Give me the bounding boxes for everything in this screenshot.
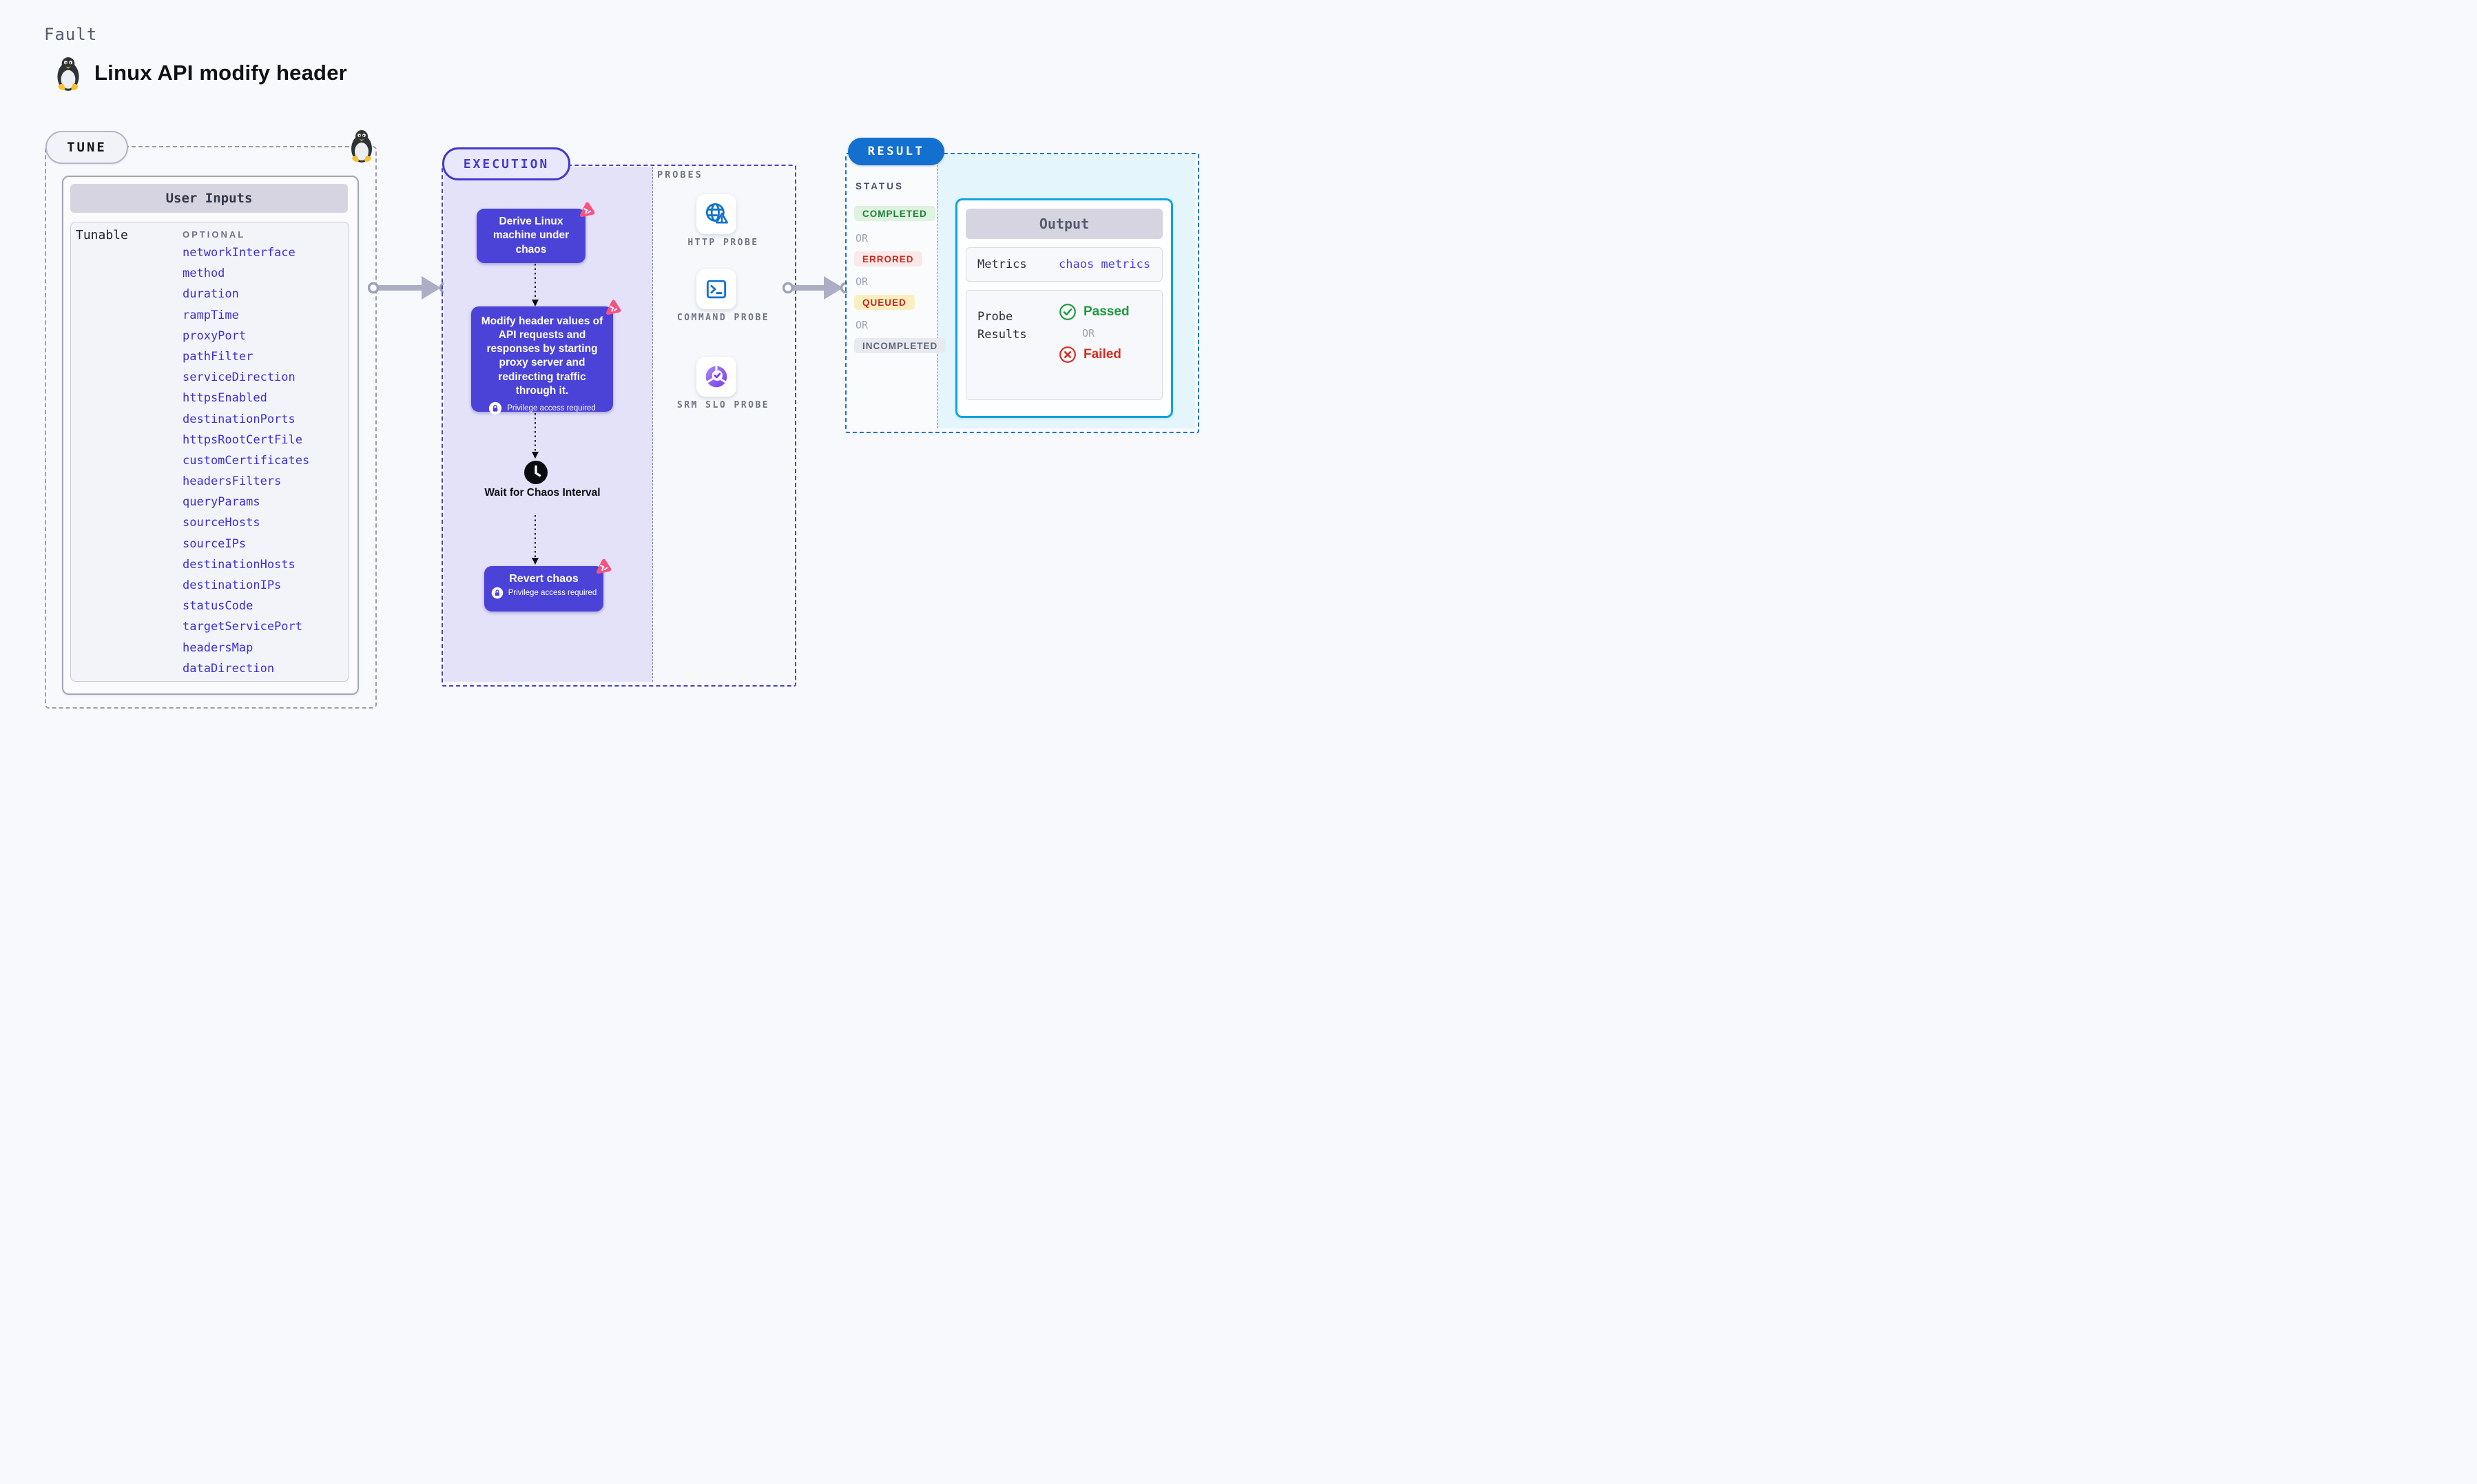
revert-chaos-step[interactable]: Revert chaos Privilege access required [484,566,603,612]
passed-label: Passed [1084,304,1130,319]
probe-failed-state: Failed [1059,346,1130,364]
srm-slo-probe-card[interactable] [696,357,736,397]
tunable-item[interactable]: method [183,267,225,281]
or-label: OR [856,275,869,288]
wait-to-revert-connector [532,515,539,565]
globe-alert-icon [705,203,728,224]
modify-to-wait-connector [532,413,539,459]
page-title: Linux API modify header [94,61,347,85]
metrics-row: Metrics chaos metrics [966,247,1163,282]
wait-step-label: Wait for Chaos Interval [484,487,601,499]
tunable-item[interactable]: dataDirection [183,661,275,676]
probes-panel [652,167,792,682]
metrics-label: Metrics [977,258,1027,271]
tunable-item[interactable]: destinationHosts [183,557,296,572]
failed-label: Failed [1084,347,1121,362]
tunable-item[interactable]: networkInterface [183,246,296,260]
optional-column-label: OPTIONAL [183,229,246,240]
status-chip-errored: ERRORED [854,251,922,267]
srm-slo-probe-label: SRM SLO PROBE [676,400,770,410]
tunable-item[interactable]: httpsRootCertFile [183,432,302,447]
terminal-icon [706,280,727,299]
derive-machine-label: Derive Linux machine under chaos [493,215,570,255]
derive-machine-step[interactable]: Derive Linux machine under chaos [477,209,585,263]
slo-donut-icon [705,366,727,388]
tunable-item[interactable]: targetServicePort [183,620,302,634]
tunable-row-label: Tunable [76,228,128,242]
tune-to-execution-arrow [368,276,450,300]
privilege-note: Privilege access required [507,404,596,412]
tunables-panel [70,222,349,682]
tunable-item[interactable]: pathFilter [183,349,253,364]
output-card: Output Metrics chaos metrics Probe Resul… [955,198,1173,418]
tunable-item[interactable]: httpsEnabled [183,391,267,406]
probe-results-row: Probe Results Passed OR Failed [966,290,1163,400]
or-label: OR [1082,327,1095,339]
lock-icon [489,401,502,415]
tunable-item[interactable]: headersMap [183,640,253,655]
status-chip-incompleted: INCOMPLETED [854,338,946,353]
lock-icon [491,587,503,599]
modify-header-label: Modify header values of API requests and… [481,315,603,397]
tunable-item[interactable]: destinationIPs [183,578,282,592]
or-label: OR [856,319,869,331]
execution-section-frame [442,165,796,687]
result-section-frame [845,153,1199,433]
probes-label: PROBES [657,169,703,180]
tunable-item[interactable]: serviceDirection [183,370,296,385]
probes-to-result-arrow [783,276,851,300]
probe-passed-state: Passed [1059,303,1130,321]
user-inputs-title: User Inputs [70,184,348,213]
metrics-value-link[interactable]: chaos metrics [1059,258,1151,271]
result-status-column [847,155,937,428]
derive-to-modify-connector [532,264,539,306]
check-circle-icon [1059,304,1076,320]
tunable-item[interactable]: queryParams [183,495,260,510]
execution-badge[interactable]: EXECUTION [442,147,570,180]
tunable-item[interactable]: statusCode [183,599,253,614]
or-label: OR [856,232,869,244]
modify-header-step[interactable]: Modify header values of API requests and… [471,306,613,415]
x-circle-icon [1059,346,1076,363]
revert-chaos-label: Revert chaos [509,573,579,585]
linux-tux-small-icon [351,130,372,163]
output-title: Output [966,209,1163,239]
chaos-icon [596,558,612,574]
command-probe-label: COMMAND PROBE [676,313,770,323]
tunable-item[interactable]: sourceHosts [183,516,260,530]
chaos-icon [605,300,621,315]
tunable-item[interactable]: headersFilters [183,474,282,489]
tunable-item[interactable]: duration [183,287,239,302]
tune-section-frame [45,146,377,709]
http-probe-label: HTTP PROBE [687,238,759,248]
linux-tux-icon [57,57,79,91]
http-probe-card[interactable] [696,194,736,234]
tune-badge[interactable]: TUNE [45,131,128,164]
clock-icon [524,461,548,484]
privilege-note: Privilege access required [508,589,597,597]
probe-results-label: Probe Results [977,310,1027,342]
fault-kicker: Fault [44,25,98,44]
tunable-item[interactable]: sourceIPs [183,536,247,551]
chaos-icon [579,202,595,218]
status-label: STATUS [856,181,904,191]
tunable-item[interactable]: proxyPort [183,328,247,343]
command-probe-card[interactable] [696,269,736,309]
tunable-item[interactable]: destinationPorts [183,412,296,426]
tunable-item[interactable]: rampTime [183,308,239,322]
tunable-item[interactable]: customCertificates [183,453,310,468]
tunables-list: networkInterface method duration rampTime pr… [183,242,348,679]
fault-diagram-page: Fault Linux API modify header TUNE User … [0,0,1238,742]
result-badge[interactable]: RESULT [848,138,944,165]
status-chip-queued: QUEUED [854,295,915,310]
status-chip-completed: COMPLETED [854,206,935,221]
